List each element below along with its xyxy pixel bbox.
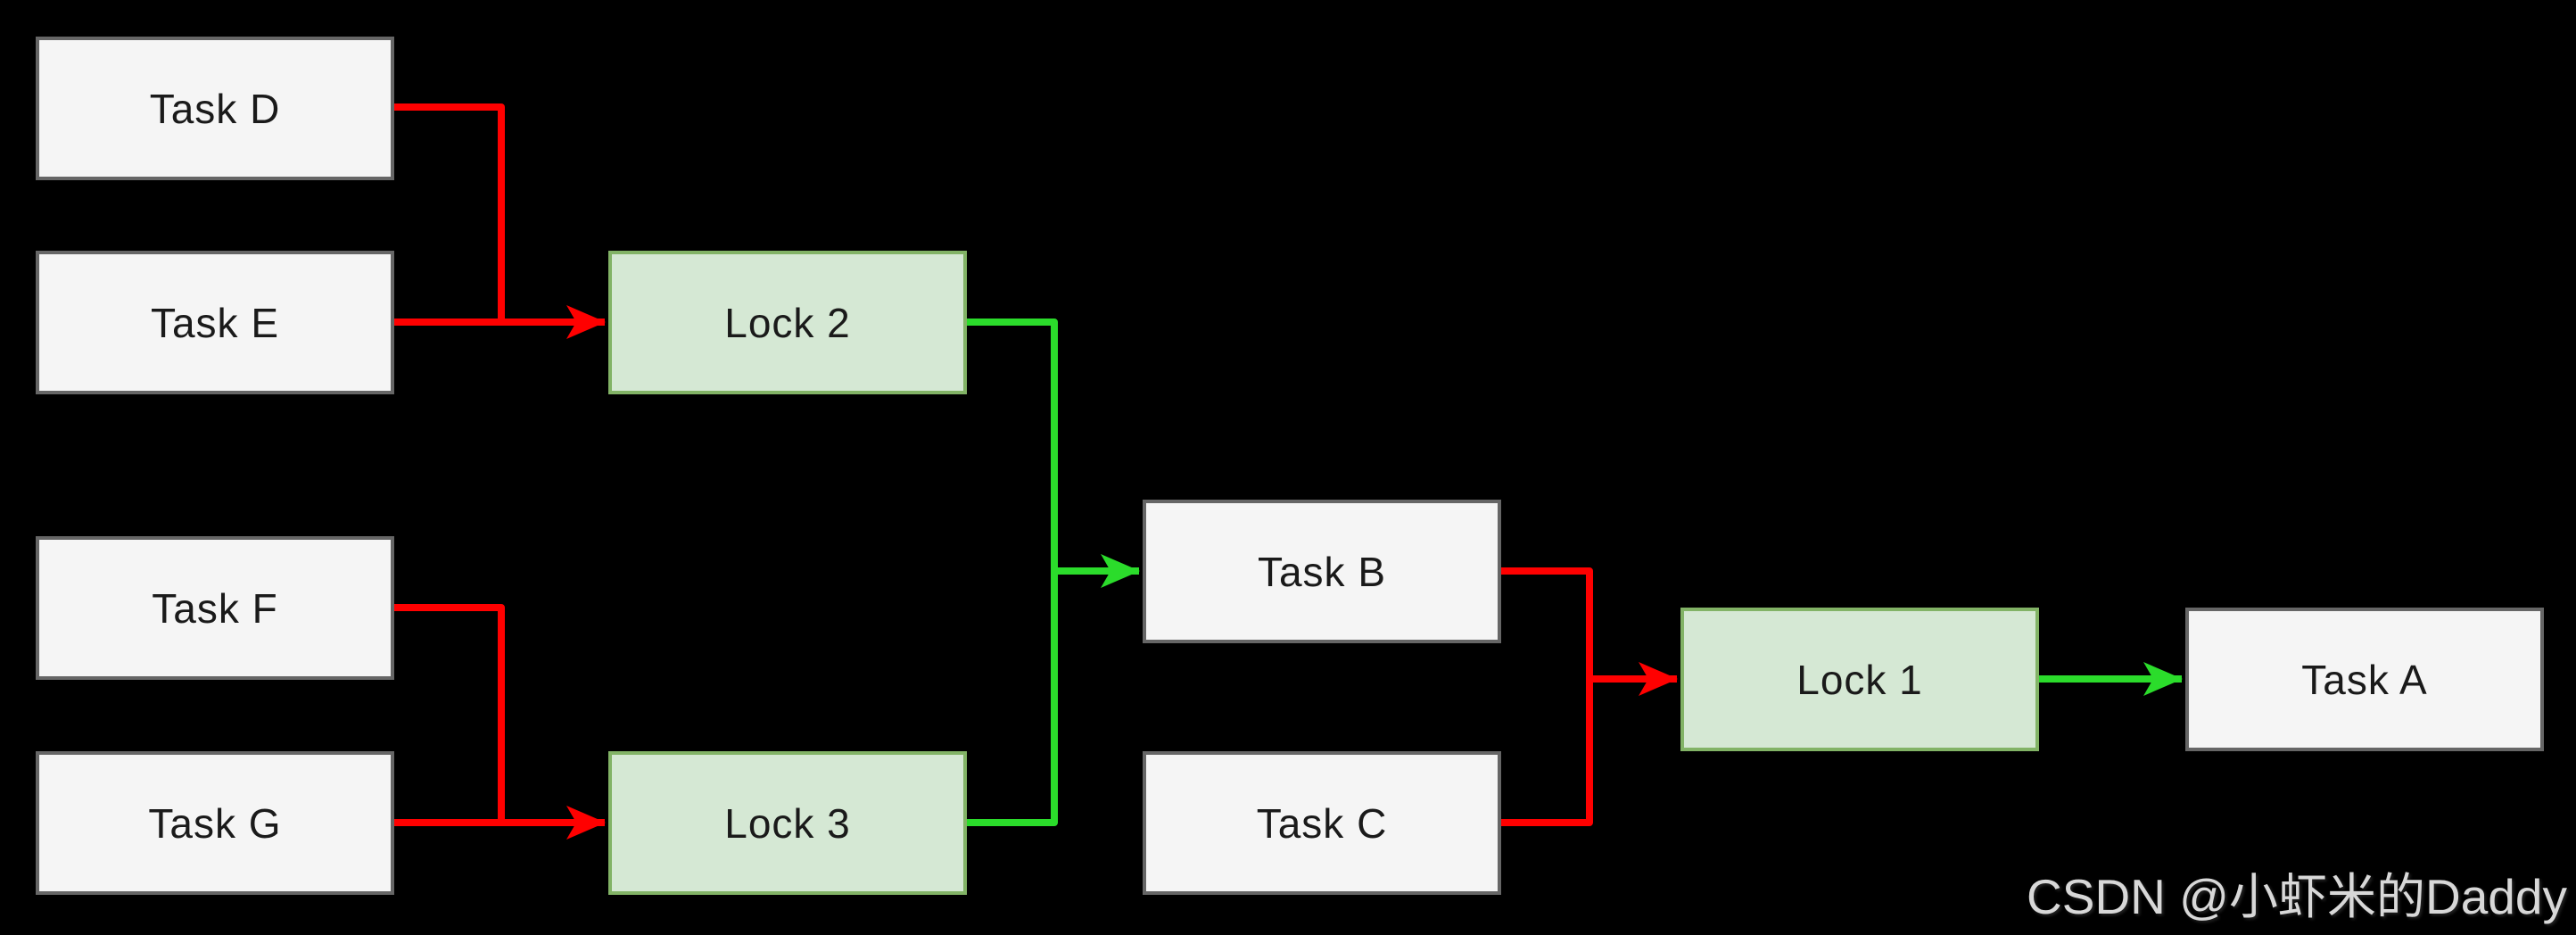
- node-task-e: Task E: [36, 251, 394, 394]
- edge-task-f-to-lock-3: [394, 604, 505, 823]
- node-label: Lock 3: [724, 799, 851, 847]
- node-lock-3: Lock 3: [608, 751, 967, 895]
- node-label: Task B: [1257, 548, 1387, 595]
- node-label: Task F: [152, 584, 278, 632]
- node-task-a: Task A: [2185, 608, 2544, 751]
- node-label: Task C: [1256, 799, 1388, 847]
- edge-task-b-to-lock-1: [1501, 567, 1678, 696]
- edge-task-c-to-lock-1: [1501, 679, 1593, 826]
- node-label: Task E: [150, 299, 280, 346]
- edge-lock-2-to-task-b: [967, 319, 1140, 588]
- node-label: Task G: [148, 799, 282, 847]
- node-task-c: Task C: [1143, 751, 1501, 895]
- node-label: Task A: [2301, 656, 2428, 703]
- csdn-watermark: CSDN @小虾米的Daddy: [2027, 869, 2567, 924]
- node-task-b: Task B: [1143, 500, 1501, 643]
- edge-lock-3-to-task-b: [967, 571, 1058, 826]
- node-label: Lock 1: [1796, 656, 1923, 703]
- node-task-g: Task G: [36, 751, 394, 895]
- edge-task-d-to-lock-2: [394, 103, 505, 322]
- node-task-d: Task D: [36, 37, 394, 180]
- node-task-f: Task F: [36, 536, 394, 680]
- node-lock-2: Lock 2: [608, 251, 967, 394]
- node-label: Lock 2: [724, 299, 851, 346]
- node-label: Task D: [149, 85, 281, 132]
- node-lock-1: Lock 1: [1680, 608, 2039, 751]
